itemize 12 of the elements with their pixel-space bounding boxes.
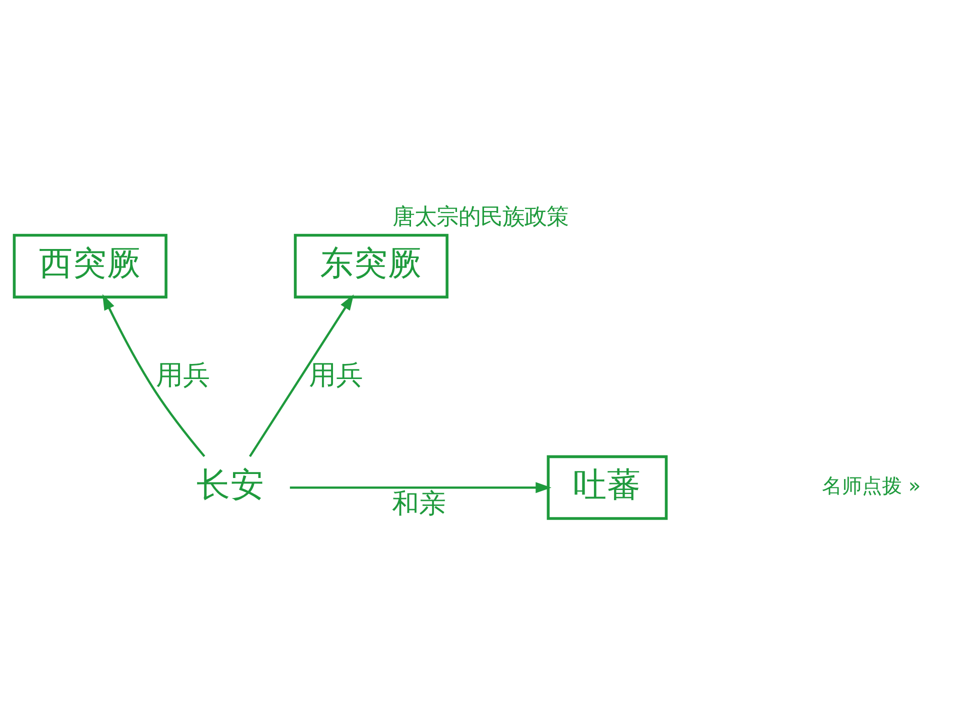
arrow bbox=[248, 294, 354, 458]
node-text: 长安 bbox=[196, 465, 264, 504]
node-box: 吐蕃 bbox=[546, 455, 668, 520]
node-box: 西突厥 bbox=[12, 234, 167, 298]
label: 名师点拨 » bbox=[822, 474, 920, 498]
edge-label: 用兵 bbox=[308, 360, 362, 391]
edge-label: 和亲 bbox=[391, 488, 446, 520]
edge-label: 用兵 bbox=[155, 360, 210, 391]
node-box: 东突厥 bbox=[293, 234, 448, 298]
arrow bbox=[102, 294, 205, 458]
arrow bbox=[289, 482, 551, 494]
diagram-title: 唐太宗的民族政策 bbox=[392, 204, 568, 230]
